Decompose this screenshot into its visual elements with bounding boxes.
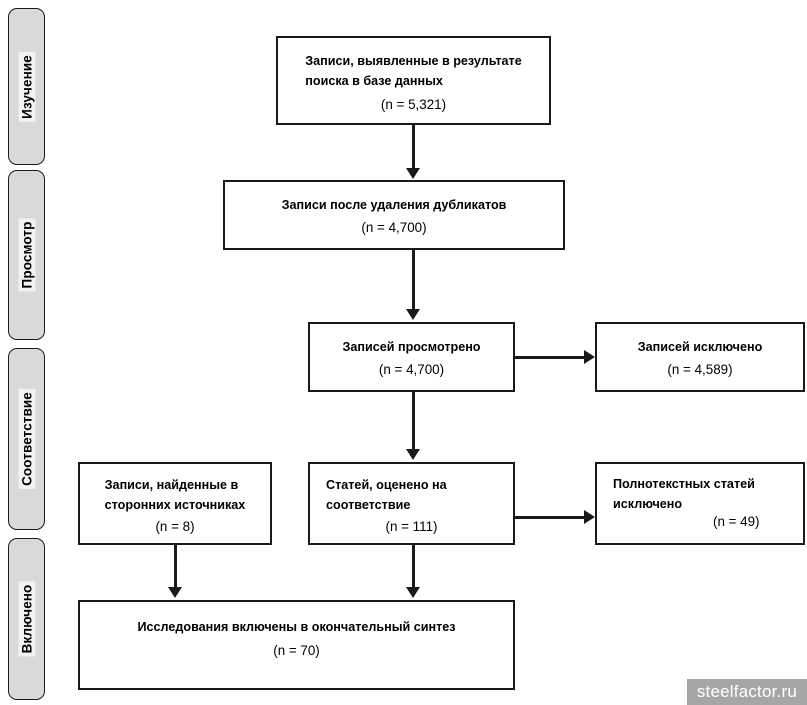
connector-assessed-to-studies-included [412,545,415,588]
arrowhead-identified-to-deduped [406,168,420,179]
stage-eligibility-label: Соответствие [18,389,35,489]
box-records-screened-title: Записей просмотрено [342,340,481,354]
stage-included: Включено [8,538,45,700]
arrowhead-other-sources-to-included [168,587,182,598]
watermark: steelfactor.ru [686,679,807,705]
connector-screened-to-excluded [515,356,587,359]
connector-assessed-to-full-text-excluded [515,516,587,519]
connector-other-sources-to-included [174,545,177,588]
box-records-excluded-title: Записей исключено [637,340,763,354]
arrowhead-assessed-to-studies-included [406,587,420,598]
stage-identification-label: Изучение [18,51,35,122]
box-full-text-excluded-title: Полнотекстных статей исключено [613,477,755,511]
box-full-text-excluded-count: (n = 49) [713,514,760,529]
box-records-after-duplicates-title: Записи после удаления дубликатов [281,198,507,212]
arrowhead-screened-to-assessed [406,449,420,460]
box-studies-included-title: Исследования включены в окончательный си… [137,620,456,634]
box-full-text-assessed-count: (n = 111) [385,519,438,534]
stage-screening: Просмотр [8,170,45,340]
box-full-text-assessed: Статей, оценено на соответствие (n = 111… [308,462,515,545]
box-records-identified: Записи, выявленные в результате поиска в… [276,36,551,125]
box-records-identified-count: (n = 5,321) [380,97,447,112]
box-studies-included: Исследования включены в окончательный си… [78,600,515,690]
box-studies-included-count: (n = 70) [273,643,320,658]
box-records-other-sources-title: Записи, найденные в сторонних источниках [104,478,246,512]
box-records-after-duplicates-count: (n = 4,700) [361,220,427,235]
arrowhead-screened-to-excluded [584,350,595,364]
watermark-text: steelfactor.ru [696,682,797,701]
connector-screened-to-assessed [412,392,415,450]
box-records-identified-title: Записи, выявленные в результате поиска в… [305,54,522,88]
box-records-excluded: Записей исключено (n = 4,589) [595,322,805,392]
stage-identification: Изучение [8,8,45,165]
box-records-screened: Записей просмотрено (n = 4,700) [308,322,515,392]
box-records-other-sources-count: (n = 8) [155,519,195,534]
box-records-excluded-count: (n = 4,589) [667,362,733,377]
box-records-after-duplicates: Записи после удаления дубликатов (n = 4,… [223,180,565,250]
connector-deduped-to-screened [412,250,415,310]
stage-eligibility: Соответствие [8,348,45,530]
arrowhead-assessed-to-full-text-excluded [584,510,595,524]
arrowhead-deduped-to-screened [406,309,420,320]
box-full-text-excluded: Полнотекстных статей исключено (n = 49) [595,462,805,545]
box-records-other-sources: Записи, найденные в сторонних источниках… [78,462,272,545]
box-full-text-assessed-title: Статей, оценено на соответствие [326,478,447,512]
connector-identified-to-deduped [412,125,415,170]
box-records-screened-count: (n = 4,700) [378,362,445,377]
stage-included-label: Включено [18,581,35,657]
stage-screening-label: Просмотр [18,218,35,292]
